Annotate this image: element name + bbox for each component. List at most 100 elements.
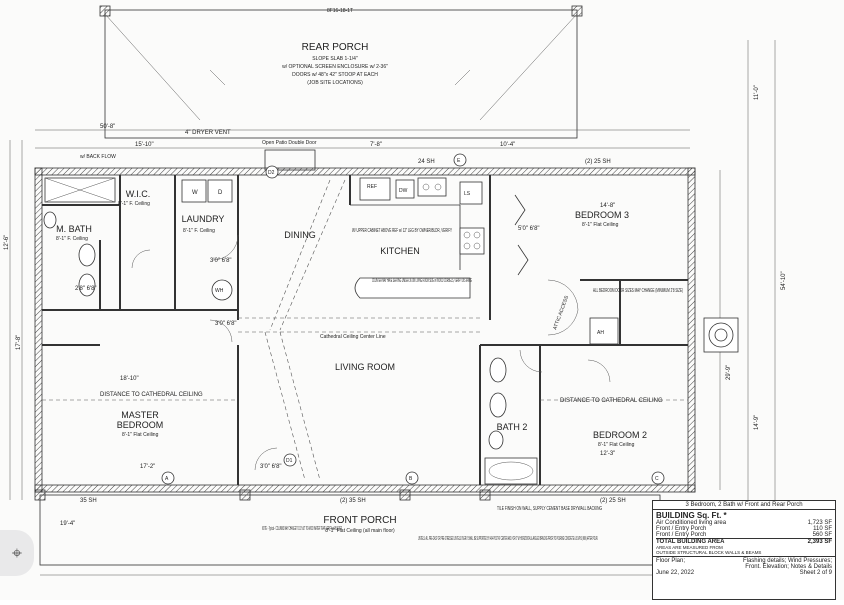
rear-porch-note-1: SLOPE SLAB 1-1/4"	[312, 56, 358, 62]
wic-label: W.I.C.	[126, 189, 151, 199]
master-bath-label: M. BATH	[56, 224, 92, 234]
svg-text:WH: WH	[215, 288, 224, 294]
flashing-label: Flashing details; Wind Pressures;	[742, 558, 832, 564]
ls-label: LS	[464, 191, 471, 197]
washer-label: W	[192, 190, 198, 196]
sink-icon	[78, 243, 96, 267]
window-tag-2: (2) 25 SH	[585, 159, 611, 165]
master-distance-note: DISTANCE TO CATHEDRAL CEILING	[100, 392, 203, 398]
dim-right-mid: 29'-9"	[726, 365, 732, 380]
bedroom2-ceiling: 8'-1" Flat Ceiling	[598, 442, 635, 448]
fixtures: W D WH REF DW LS AH	[43, 177, 739, 485]
wic-ceiling: 8'-1" F. Ceiling	[118, 201, 150, 207]
sqft-total-label: TOTAL BUILDING AREA	[656, 539, 725, 545]
attic-access-label: ATTIC ACCESS	[552, 294, 570, 330]
bath2-sink-icon	[489, 357, 507, 383]
bath2-sink-icon	[489, 392, 507, 418]
bedroom3-label: BEDROOM 3	[575, 210, 629, 220]
front-porch-ceiling: 8'-1" Flat Ceiling (all main floor)	[325, 528, 395, 534]
bedroom2-distance-note: DISTANCE TO CATHEDRAL CEILING	[560, 398, 663, 404]
tag-c: C	[655, 476, 659, 482]
open-patio-note: Open Patio Double Door	[262, 140, 317, 146]
door-tag-4: 2'8" 6'8"	[75, 286, 97, 292]
living-room-label: LIVING ROOM	[335, 362, 395, 372]
window-tag-4: 35 SH	[80, 498, 97, 504]
lintel-note: LINTELS: ALL PRE-CAST OR PRE-STRESSED LI…	[418, 536, 598, 542]
sqft-row-label: Air Conditioned living area	[656, 520, 727, 526]
bathtub-icon	[484, 457, 538, 485]
sqft-footnote-1: AREAS ARE MEASURED FROM	[656, 545, 723, 550]
dining-label: DINING	[284, 230, 316, 240]
window-tag-3: (2) 35 SH	[340, 498, 366, 504]
dim-bedroom3: 14'-8"	[600, 203, 615, 209]
title-description: 3 Bedroom, 2 Bath w/ Front and Rear Porc…	[685, 502, 803, 508]
door-tag-1: 3'0" 6'8"	[210, 258, 232, 264]
dim-left-2: 17'-8"	[16, 335, 22, 350]
toilet-icon	[43, 211, 57, 229]
door-tag-5: 3'0" 6'8"	[260, 464, 282, 470]
kitchen-sink-icon	[417, 177, 447, 197]
tile-note: TILE FINISH ON WALL, SUPPLY CEMENT BASE …	[497, 506, 602, 512]
top-beam-label: 8F16-18-1T	[327, 8, 353, 14]
master-bath-ceiling: 8'-1" F. Ceiling	[56, 236, 88, 242]
sheet-date: June 22, 2022	[656, 570, 695, 576]
range-icon	[459, 227, 485, 255]
door-tag-3: 5'0" 6'8"	[518, 226, 540, 232]
kitchen-island	[354, 277, 471, 299]
sqft-row-1: Front / Entry Porch 110 SF	[656, 526, 832, 532]
sqft-row-value: 110 SF	[813, 526, 832, 532]
master-bedroom-label-1: MASTER	[121, 410, 159, 420]
plan-notes: COUNTER MAY HAVE SEATING UNDER 36 ON LIV…	[262, 140, 683, 512]
hvac-condenser-icon	[703, 317, 739, 353]
dishwasher-icon	[395, 179, 415, 199]
rear-porch-note-3: DOORS w/ 48"x 42" STOOP AT EACH	[292, 72, 378, 78]
top-dimensions: 50'-8" 15'-10" 7'-8" 10'-4" 4" DRYER VEN…	[35, 124, 690, 160]
cathedral-ceiling-lines	[42, 179, 688, 481]
air-handler-icon	[589, 317, 619, 345]
title-heading: BUILDING Sq. Ft. *	[656, 511, 727, 520]
sqft-row-value: 1,723 SF	[807, 520, 832, 526]
sqft-total-value: 2,393 SF	[807, 539, 832, 545]
dim-bottom-1: 19'-4"	[60, 521, 75, 527]
rear-porch-label: REAR PORCH	[302, 42, 369, 53]
counter-note: COUNTER MAY HAVE SEATING UNDER 36 ON LIV…	[372, 278, 472, 284]
laundry-ceiling: 8'-1" F. Ceiling	[183, 228, 215, 234]
sqft-row-value: 560 SF	[812, 532, 832, 538]
dim-top-3: 10'-4"	[500, 142, 515, 148]
sqft-row-label: Front / Entry Porch	[656, 532, 707, 538]
lazy-susan-icon	[459, 181, 483, 205]
dim-bottom-3: 12'-3"	[600, 451, 615, 457]
rear-porch-note-2: w/ OPTIONAL SCREEN ENCLOSURE w/ 2-36"	[282, 64, 388, 70]
rear-porch-note-4: (JOB SITE LOCATIONS)	[307, 80, 363, 86]
sheet-number: Sheet 2 of 9	[799, 570, 832, 576]
bedroom-note: ALL BEDROOM DOOR SIZES MAY CHANGE (MINIM…	[593, 288, 683, 294]
interior-walls	[42, 175, 688, 485]
ah-label: AH	[597, 330, 604, 336]
bedroom2-label: BEDROOM 2	[593, 430, 647, 440]
sqft-row-label: Front / Entry Porch	[656, 526, 707, 532]
back-flow-note: w/ BACK FLOW	[80, 154, 116, 160]
rear-porch: REAR PORCH SLOPE SLAB 1-1/4" w/ OPTIONAL…	[99, 5, 583, 139]
dim-right-top: 11'-0"	[754, 85, 760, 100]
dim-left-1: 12'-6"	[4, 235, 10, 250]
dim-top-2: 7'-8"	[370, 142, 382, 148]
refrigerator-icon	[359, 177, 391, 201]
right-dimensions: 54'-10" 11'-0" 14'-9" 29'-9"	[719, 40, 787, 500]
front-elev-label: Front. Elevation; Notes & Details	[745, 564, 832, 570]
dim-overall-height: 54'-10"	[781, 271, 787, 290]
front-porch: FRONT PORCH 8'-1" Flat Ceiling (all main…	[34, 203, 700, 576]
sqft-footnote-2: OUTSIDE STRUCTURAL BLOCK WALLS & BEAMS	[656, 550, 762, 555]
window-tag-1: 24 SH	[418, 159, 435, 165]
dryer-icon	[207, 179, 233, 203]
column-note: NOTE: - Typical - COLUMNS MAY CHANGE TO …	[262, 526, 342, 532]
scan-icon[interactable]: ⌖	[0, 530, 34, 576]
tag-b: B	[409, 476, 413, 482]
dim-right-bottom: 14'-9"	[754, 415, 760, 430]
window-tag-5: (2) 25 SH	[600, 498, 626, 504]
tag-d2: D2	[268, 170, 275, 176]
kitchen-label: KITCHEN	[380, 246, 420, 256]
title-block: 3 Bedroom, 2 Bath w/ Front and Rear Porc…	[652, 500, 836, 600]
sqft-row-0: Air Conditioned living area 1,723 SF	[656, 520, 832, 526]
